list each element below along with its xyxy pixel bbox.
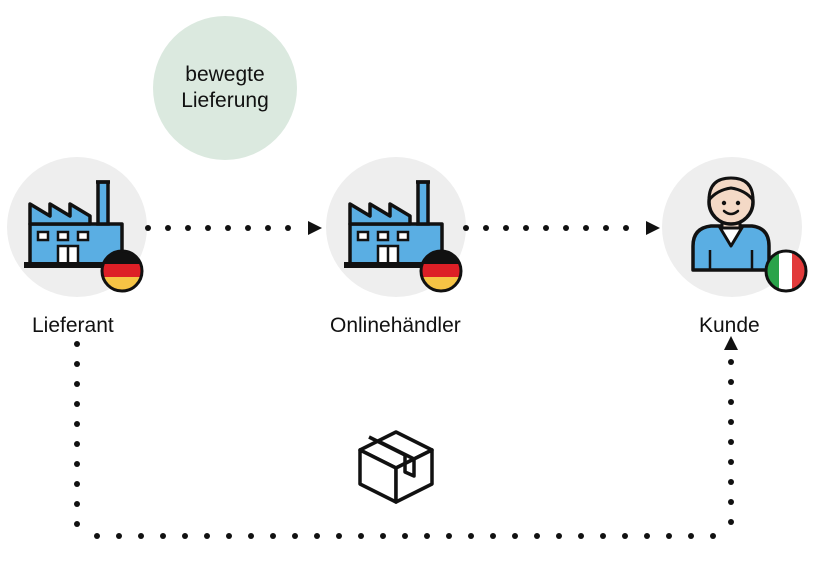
bubble-line-1: bewegte [185,63,265,86]
customer-person-icon [691,176,771,272]
bubble-line-2: Lieferung [181,89,269,112]
arrow-retailer-to-customer [463,221,660,235]
supplier-label: Lieferant [32,314,114,337]
germany-flag-icon [421,251,461,291]
italy-flag-icon [766,251,806,291]
online-retailer-label: Onlinehändler [330,314,461,337]
arrow-direct-delivery-path [74,336,738,539]
package-box-icon [358,430,434,504]
arrow-supplier-to-retailer [145,221,322,235]
customer-label: Kunde [699,314,760,337]
moving-delivery-bubble: bewegte Lieferung [153,16,297,160]
germany-flag-icon [102,251,142,291]
